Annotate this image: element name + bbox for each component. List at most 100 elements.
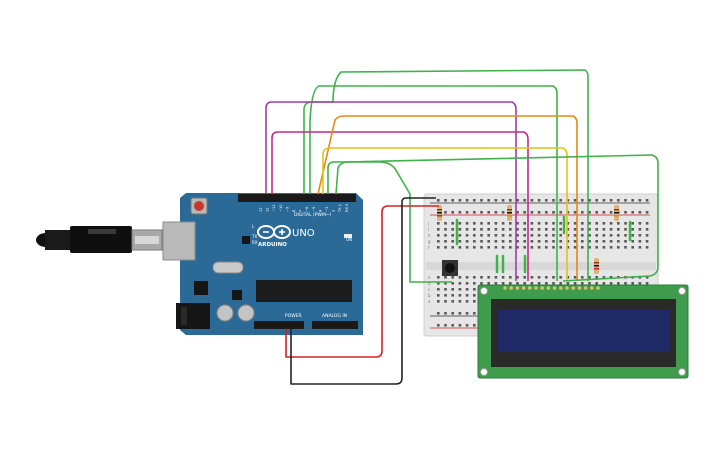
breadboard-hole[interactable] [473, 211, 476, 214]
breadboard-hole[interactable] [451, 312, 454, 315]
breadboard-hole[interactable] [588, 222, 591, 225]
pushbutton-icon[interactable] [442, 260, 458, 276]
breadboard-hole[interactable] [451, 211, 454, 214]
breadboard-hole[interactable] [444, 288, 447, 291]
breadboard-hole[interactable] [523, 228, 526, 231]
breadboard-hole[interactable] [537, 222, 541, 225]
breadboard-hole[interactable] [458, 240, 462, 243]
breadboard-hole[interactable] [638, 211, 642, 214]
breadboard-hole[interactable] [465, 246, 469, 249]
breadboard-hole[interactable] [617, 199, 620, 202]
breadboard-hole[interactable] [573, 240, 577, 243]
breadboard-hole[interactable] [473, 222, 476, 225]
lcd-pin[interactable] [590, 286, 594, 290]
breadboard-hole[interactable] [465, 240, 469, 243]
breadboard-hole[interactable] [566, 282, 570, 285]
breadboard-hole[interactable] [617, 240, 620, 243]
breadboard-hole[interactable] [566, 199, 570, 202]
breadboard-hole[interactable] [645, 240, 649, 243]
breadboard-hole[interactable] [573, 234, 577, 237]
breadboard-hole[interactable] [631, 222, 634, 225]
usb-cable-icon[interactable] [36, 226, 163, 253]
breadboard-hole[interactable] [624, 234, 627, 237]
breadboard-hole[interactable] [566, 246, 570, 249]
breadboard-hole[interactable] [638, 234, 642, 237]
breadboard-hole[interactable] [451, 228, 454, 231]
breadboard-hole[interactable] [509, 246, 512, 249]
breadboard-hole[interactable] [537, 246, 541, 249]
breadboard-hole[interactable] [595, 282, 598, 285]
breadboard-hole[interactable] [473, 228, 476, 231]
breadboard-hole[interactable] [624, 228, 627, 231]
breadboard-hole[interactable] [437, 294, 440, 297]
breadboard-hole[interactable] [458, 222, 462, 225]
breadboard-hole[interactable] [530, 199, 534, 202]
breadboard-hole[interactable] [480, 199, 483, 202]
breadboard-hole[interactable] [444, 199, 447, 202]
breadboard-hole[interactable] [523, 276, 526, 279]
breadboard-hole[interactable] [516, 234, 519, 237]
lcd-display[interactable] [477, 284, 689, 379]
breadboard-hole[interactable] [509, 199, 512, 202]
breadboard-hole[interactable] [602, 240, 606, 243]
breadboard-hole[interactable] [645, 282, 649, 285]
lcd-pin[interactable] [503, 286, 507, 290]
breadboard-hole[interactable] [487, 211, 490, 214]
breadboard-hole[interactable] [552, 211, 555, 214]
breadboard-hole[interactable] [516, 199, 519, 202]
breadboard-hole[interactable] [516, 211, 519, 214]
breadboard-hole[interactable] [631, 234, 634, 237]
breadboard-hole[interactable] [595, 276, 598, 279]
breadboard-hole[interactable] [444, 294, 447, 297]
breadboard-hole[interactable] [552, 276, 555, 279]
breadboard-hole[interactable] [638, 228, 642, 231]
breadboard-hole[interactable] [537, 228, 541, 231]
breadboard-hole[interactable] [444, 240, 447, 243]
breadboard-hole[interactable] [501, 222, 505, 225]
breadboard-hole[interactable] [480, 246, 483, 249]
breadboard-hole[interactable] [509, 240, 512, 243]
breadboard-hole[interactable] [545, 228, 548, 231]
breadboard-hole[interactable] [602, 246, 606, 249]
breadboard-hole[interactable] [523, 211, 526, 214]
breadboard-hole[interactable] [602, 282, 606, 285]
breadboard-hole[interactable] [559, 246, 562, 249]
breadboard-hole[interactable] [588, 228, 591, 231]
breadboard-hole[interactable] [480, 211, 483, 214]
breadboard-hole[interactable] [559, 211, 562, 214]
breadboard-hole[interactable] [530, 234, 534, 237]
breadboard-hole[interactable] [444, 324, 447, 327]
breadboard-hole[interactable] [480, 234, 483, 237]
breadboard-hole[interactable] [602, 234, 606, 237]
breadboard-hole[interactable] [588, 199, 591, 202]
breadboard-hole[interactable] [609, 199, 613, 202]
breadboard-hole[interactable] [465, 276, 469, 279]
breadboard-hole[interactable] [609, 211, 613, 214]
breadboard-hole[interactable] [645, 199, 649, 202]
breadboard-hole[interactable] [581, 222, 584, 225]
lcd-pin[interactable] [540, 286, 544, 290]
breadboard-hole[interactable] [617, 246, 620, 249]
breadboard-hole[interactable] [552, 234, 555, 237]
breadboard-hole[interactable] [609, 246, 613, 249]
breadboard-hole[interactable] [588, 240, 591, 243]
breadboard-hole[interactable] [487, 240, 490, 243]
breadboard-hole[interactable] [437, 300, 440, 303]
breadboard-hole[interactable] [444, 234, 447, 237]
breadboard-hole[interactable] [631, 228, 634, 231]
breadboard-hole[interactable] [624, 246, 627, 249]
breadboard-hole[interactable] [501, 282, 505, 285]
breadboard-hole[interactable] [545, 199, 548, 202]
lcd-pin[interactable] [571, 286, 575, 290]
lcd-pin[interactable] [521, 286, 526, 290]
breadboard-hole[interactable] [545, 234, 548, 237]
breadboard-hole[interactable] [559, 240, 562, 243]
breadboard-hole[interactable] [509, 276, 512, 279]
breadboard-hole[interactable] [595, 222, 598, 225]
breadboard-hole[interactable] [501, 211, 505, 214]
breadboard-hole[interactable] [437, 288, 440, 291]
breadboard-hole[interactable] [458, 234, 462, 237]
lcd-pin[interactable] [552, 286, 557, 290]
breadboard-hole[interactable] [465, 294, 469, 297]
breadboard-hole[interactable] [473, 288, 476, 291]
